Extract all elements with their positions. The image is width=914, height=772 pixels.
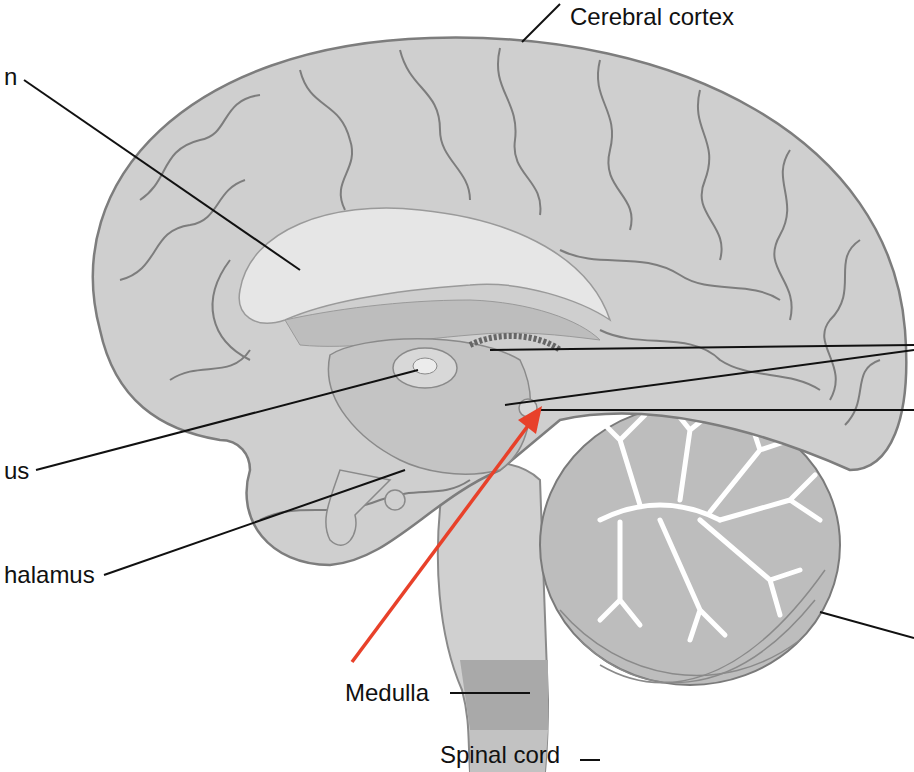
leader-lines	[24, 4, 914, 760]
part-label: Medulla	[345, 680, 429, 706]
part-label: Cerebral cortex	[570, 4, 734, 30]
thalamus	[393, 348, 457, 388]
brainstem	[438, 461, 548, 772]
cerebellum-folia	[560, 570, 825, 683]
gyri	[120, 48, 880, 520]
part-label: Spinal cord	[440, 742, 560, 768]
part-label: n	[4, 64, 17, 90]
pituitary	[326, 470, 390, 545]
red-arrow	[352, 406, 542, 662]
medulla-region	[460, 660, 548, 730]
pineal-region	[470, 336, 560, 350]
part-label: halamus	[4, 562, 95, 588]
part-label: us	[4, 458, 29, 484]
mammillary-body	[385, 490, 405, 510]
thalamus-core	[413, 358, 437, 374]
cerebrum	[93, 38, 906, 565]
diencephalon	[328, 339, 530, 474]
